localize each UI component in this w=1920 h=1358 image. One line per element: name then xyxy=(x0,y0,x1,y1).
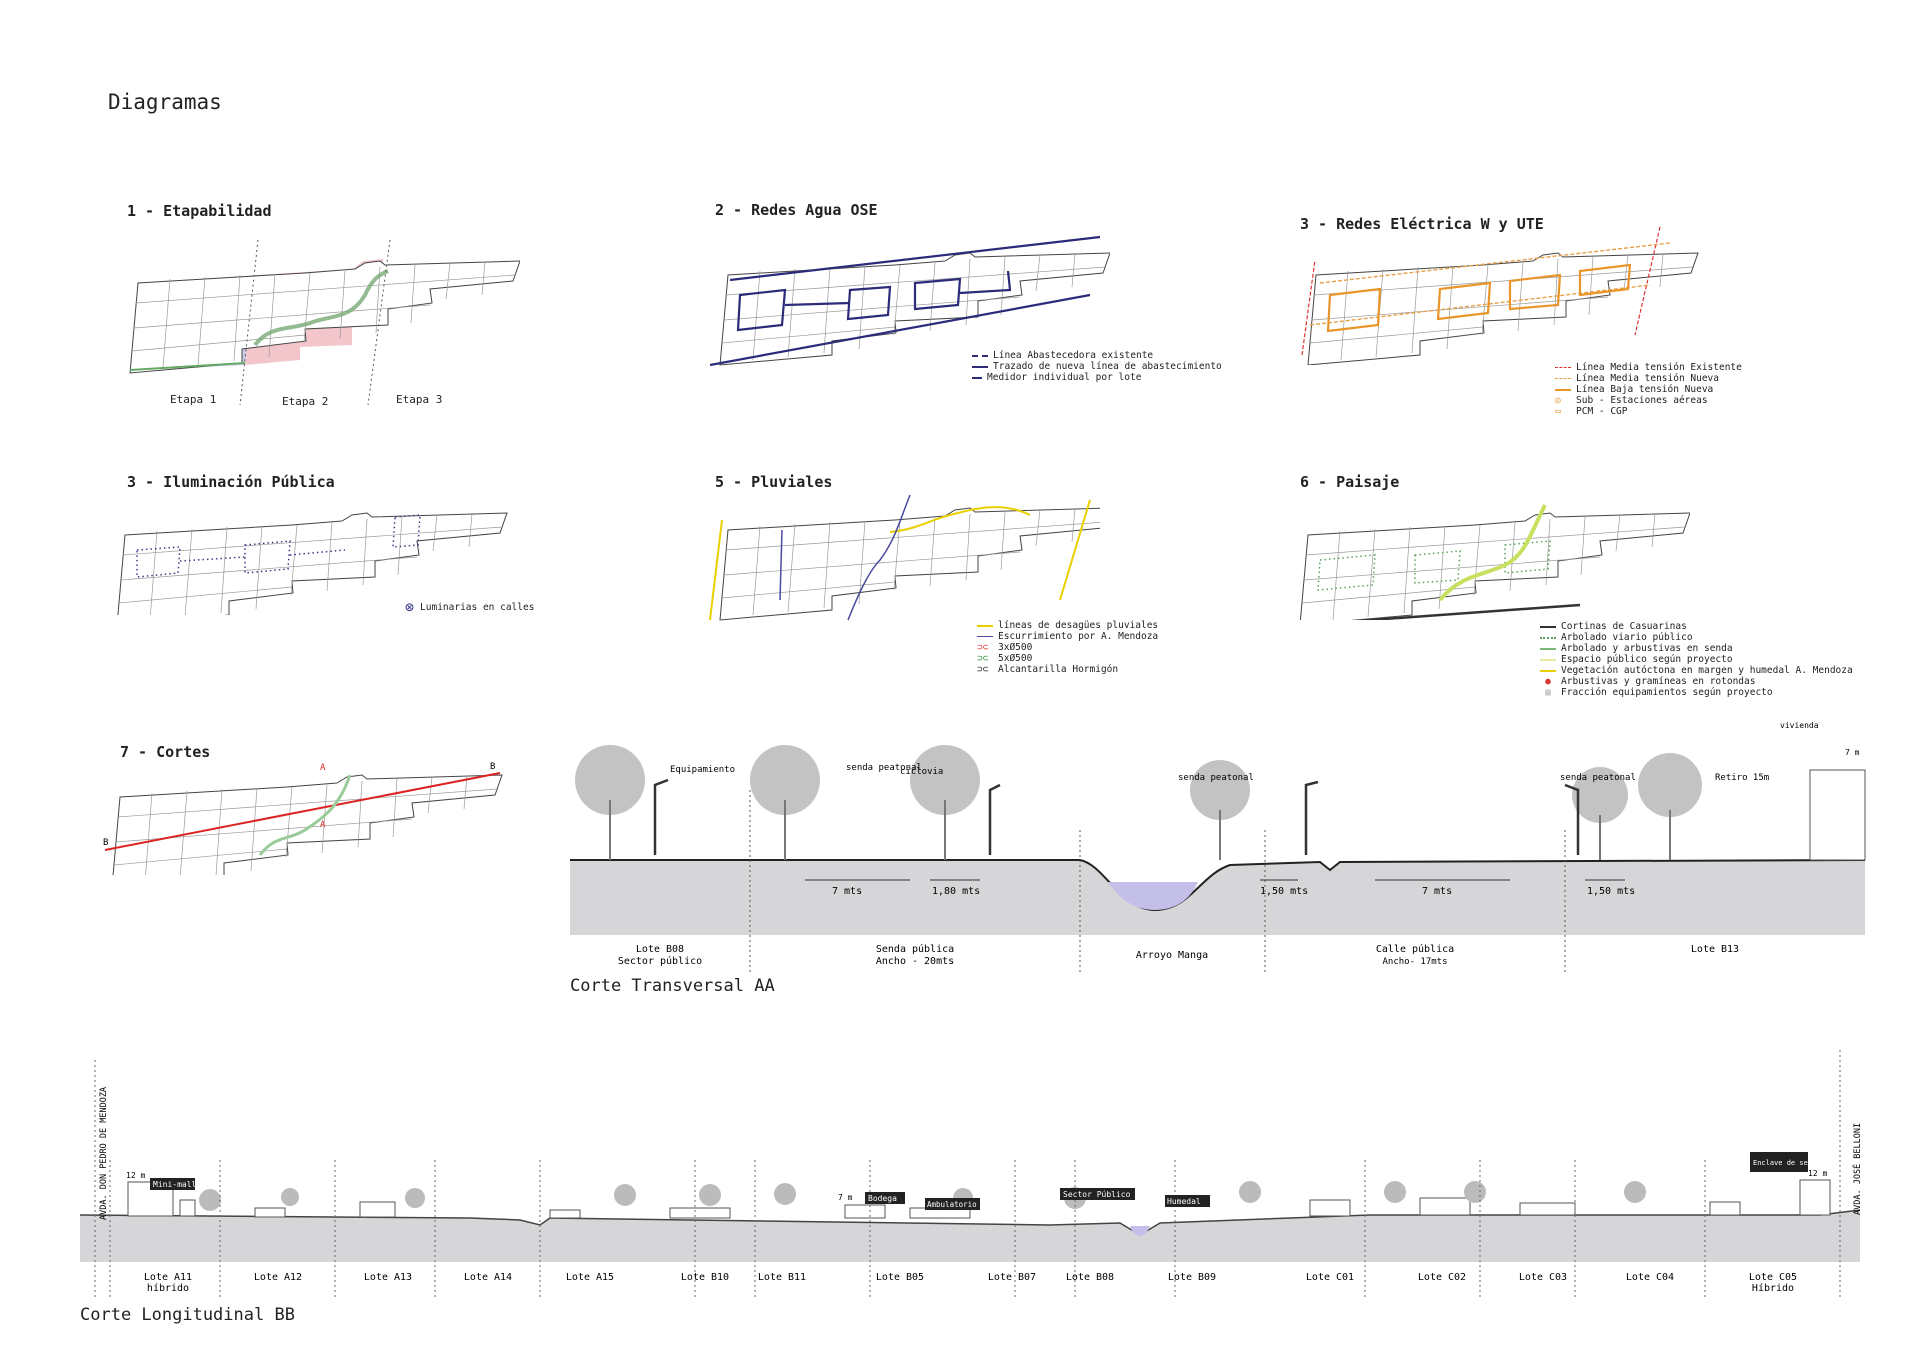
lot-label: Lote C02 xyxy=(1418,1272,1466,1283)
lot-label: Lote C03 xyxy=(1519,1272,1567,1283)
lot-label: Lote A13 xyxy=(364,1272,412,1283)
left-street-label: AVDA. DON PEDRO DE MENDOZA xyxy=(99,1087,109,1220)
tag-humedal: Humedal xyxy=(1167,1197,1201,1206)
corte-a-end: A xyxy=(320,820,326,830)
corte-longitudinal-title: Corte Longitudinal BB xyxy=(80,1305,295,1325)
zone-2-line-2: Ancho - 20mts xyxy=(876,956,954,967)
etapabilidad-diagram xyxy=(129,239,520,406)
pluviales-legend: líneas de desagües pluviales Escurrimien… xyxy=(977,620,1159,675)
lot-label-sub: Híbrido xyxy=(1752,1282,1794,1294)
label-equipamiento: Equipamiento xyxy=(670,765,735,775)
redes-agua-legend: Línea Abastecedora existente Trazado de … xyxy=(972,350,1222,383)
redes-electrica-legend: Línea Media tensión Existente Línea Medi… xyxy=(1555,362,1742,417)
lot-label: Lote B10 xyxy=(681,1272,729,1283)
lot-label-sub: híbrido xyxy=(147,1282,189,1294)
zone-1-line-1: Lote B08 xyxy=(636,944,684,955)
panel-title-redes-electrica: 3 - Redes Eléctrica W y UTE xyxy=(1300,215,1544,233)
lot-label: Lote B05 xyxy=(876,1272,924,1283)
redes-electrica-diagram xyxy=(1301,226,1699,365)
corte-transversal-title: Corte Transversal AA xyxy=(570,976,775,996)
label-senda-peatonal-2: senda peatonal xyxy=(1178,773,1254,783)
lot-label: Lote A15 xyxy=(566,1272,614,1283)
lot-label: Lote A12 xyxy=(254,1272,302,1283)
tag-sector-publico: Sector Público xyxy=(1063,1190,1131,1199)
height-3: 12 m xyxy=(1808,1169,1827,1178)
etapa-1-label: Etapa 1 xyxy=(170,393,217,406)
height-1: 12 m xyxy=(126,1171,145,1180)
dim-ciclovia: 1,80 mts xyxy=(932,886,980,897)
tag-ambulatorio: Ambulatorio xyxy=(927,1200,977,1209)
label-vivienda: vivienda xyxy=(1780,721,1819,730)
dim-calzada: 7 mts xyxy=(1422,886,1452,897)
tag-bodega: Bodega xyxy=(868,1194,897,1203)
zone-2-line-1: Senda pública xyxy=(876,943,954,955)
lot-label: Lote B07 xyxy=(988,1272,1036,1283)
tag-enclave: Enclave de servicios xyxy=(1753,1159,1837,1167)
label-height: 7 m xyxy=(1845,748,1860,757)
etapa-3-label: Etapa 3 xyxy=(396,393,443,406)
zone-1-line-2: Sector público xyxy=(618,955,702,967)
zone-3-line-1: Arroyo Manga xyxy=(1136,950,1208,961)
label-ciclovia: ciclovia xyxy=(900,767,943,777)
lot-label: Lote C05 xyxy=(1749,1272,1797,1283)
right-street-label: AVDA. JOSÉ BELLONI xyxy=(1851,1123,1863,1215)
corte-transversal-aa: 7 mts 1,80 mts 1,50 mts 7 mts 1,50 mts E… xyxy=(570,721,1866,975)
dim-vereda-2: 1,50 mts xyxy=(1587,886,1635,897)
panel-title-pluviales: 5 - Pluviales xyxy=(715,473,833,491)
lot-label: Lote C01 xyxy=(1306,1272,1354,1283)
zone-4-line-2: Ancho- 17mts xyxy=(1382,957,1447,967)
pluviales-diagram xyxy=(709,494,1100,621)
tag-mini-mall: Mini-mall xyxy=(153,1180,197,1189)
zone-5-line-1: Lote B13 xyxy=(1691,944,1739,955)
iluminacion-diagram xyxy=(116,512,508,615)
dim-senda: 7 mts xyxy=(832,886,862,897)
luminaria-icon: ⊗ xyxy=(405,598,415,616)
page-title: Diagramas xyxy=(108,90,222,114)
iluminacion-legend: ⊗Luminarias en calles xyxy=(405,598,535,616)
label-retiro: Retiro 15m xyxy=(1715,773,1769,783)
height-2: 7 m xyxy=(838,1193,853,1202)
panel-title-paisaje: 6 - Paisaje xyxy=(1300,473,1400,491)
lot-label: Lote C04 xyxy=(1626,1272,1674,1283)
label-senda-peatonal-1: senda peatonal xyxy=(846,763,922,773)
corte-b-start: B xyxy=(103,838,108,848)
panel-title-etapabilidad: 1 - Etapabilidad xyxy=(127,202,272,220)
redes-agua-diagram xyxy=(710,235,1110,367)
lot-label: Lote B09 xyxy=(1168,1272,1216,1283)
label-senda-peatonal-3: senda peatonal xyxy=(1560,773,1636,783)
paisaje-legend: Cortinas de Casuarinas Arbolado viario p… xyxy=(1540,621,1853,698)
lot-label: Lote A14 xyxy=(464,1272,512,1283)
corte-longitudinal-bb: Mini-mall Bodega Ambulatorio Sector Públ… xyxy=(79,1050,1863,1300)
lot-label: Lote A11 xyxy=(144,1272,192,1283)
corte-a-start: A xyxy=(320,763,326,773)
corte-b-end: B xyxy=(490,762,495,772)
dim-vereda-1: 1,50 mts xyxy=(1260,886,1308,897)
paisaje-diagram xyxy=(1299,504,1690,620)
panel-title-redes-agua: 2 - Redes Agua OSE xyxy=(715,201,878,219)
cortes-diagram: B B A A xyxy=(103,762,503,875)
zone-4-line-1: Calle pública xyxy=(1376,943,1454,955)
panel-title-iluminacion: 3 - Iluminación Pública xyxy=(127,473,335,491)
lot-label: Lote B11 xyxy=(758,1272,806,1283)
etapa-2-label: Etapa 2 xyxy=(282,395,329,408)
lot-label: Lote B08 xyxy=(1066,1272,1114,1283)
panel-title-cortes: 7 - Cortes xyxy=(120,743,211,761)
